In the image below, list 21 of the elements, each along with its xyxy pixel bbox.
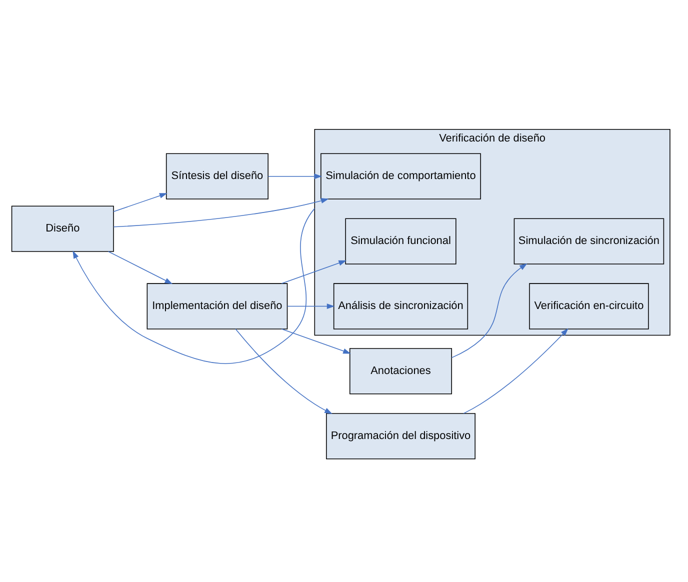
arrow — [268, 174, 322, 180]
node-box: Simulación funcional — [345, 218, 456, 264]
arrow — [72, 208, 316, 364]
node-box: Diseño — [11, 206, 114, 252]
arrow — [113, 193, 168, 212]
arrow — [451, 263, 528, 358]
node-box: Implementación del diseño — [146, 283, 288, 330]
node-box: Síntesis del diseño — [166, 153, 268, 200]
node-box: Simulación de comportamiento — [320, 153, 481, 200]
arrow — [286, 304, 335, 309]
node-box: Programación del dispositivo — [326, 413, 476, 460]
node-box: Análisis de sincronización — [333, 283, 468, 330]
arrow — [108, 251, 173, 284]
node-box: Simulación de sincronización — [514, 218, 664, 264]
arrow — [281, 328, 351, 354]
arrow — [281, 260, 347, 284]
arrow — [235, 328, 332, 414]
node-box: Anotaciones — [349, 348, 452, 394]
arrow — [463, 328, 568, 414]
node-box: Verificación en-circuito — [529, 283, 649, 330]
arrow — [113, 198, 329, 228]
